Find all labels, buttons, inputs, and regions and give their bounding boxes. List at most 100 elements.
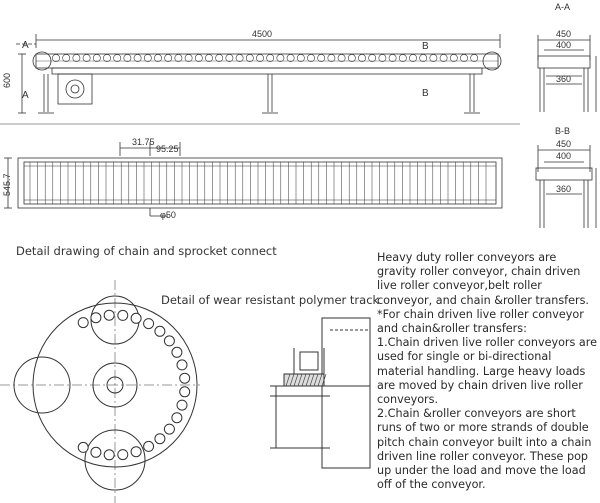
hatch-line: [289, 373, 295, 387]
hatch-line: [317, 373, 323, 387]
chain-link: [179, 386, 191, 398]
section-aa-dim-400: 400: [556, 40, 571, 50]
side-roller: [62, 54, 71, 62]
side-roller: [164, 54, 173, 62]
chain-link: [154, 433, 166, 445]
hatch-line: [297, 373, 303, 387]
section-aa: [537, 35, 597, 112]
track-hatch: [285, 373, 327, 387]
hatch-line: [313, 373, 319, 387]
width-dim: 545.7: [2, 173, 12, 196]
chain-link: [176, 359, 188, 371]
section-bb-title: B-B: [555, 126, 570, 136]
side-roller: [103, 54, 111, 62]
side-roller: [72, 54, 81, 62]
chain-link: [130, 312, 142, 324]
section-mark-a: A: [22, 40, 29, 51]
side-roller: [460, 54, 468, 62]
side-roller: [439, 54, 448, 62]
side-roller: [256, 54, 264, 62]
sprocket-chain-links: [77, 309, 191, 461]
side-roller: [184, 54, 193, 62]
plan-view: [4, 142, 503, 217]
chain-link: [171, 412, 183, 424]
side-roller: [235, 54, 244, 62]
side-roller: [154, 54, 162, 62]
side-roller: [409, 54, 417, 62]
section-aa-dim-360: 360: [556, 74, 571, 84]
track-caption: Detail of wear resistant polymer track: [161, 293, 380, 307]
chain-link: [130, 446, 142, 458]
section-aa-dim-450: 450: [556, 29, 571, 39]
section-mark-b-top: B: [422, 41, 429, 52]
side-roller: [52, 54, 60, 62]
side-roller: [347, 54, 356, 62]
side-roller: [133, 54, 142, 62]
side-roller: [92, 54, 101, 62]
side-roller: [82, 54, 91, 62]
hatch-line: [305, 373, 311, 387]
pitch-dim-1: 31.75: [132, 137, 155, 147]
height-dim: 600: [2, 73, 12, 88]
section-mark-a-bottom: A: [22, 90, 29, 101]
hatch-line: [293, 373, 299, 387]
section-bb: [535, 145, 597, 228]
chain-link: [154, 325, 166, 337]
side-roller: [276, 54, 285, 62]
side-roller: [245, 54, 254, 62]
section-bb-dim-360: 360: [556, 184, 571, 194]
side-roller: [449, 54, 458, 62]
side-roller: [368, 54, 377, 62]
chain-link: [117, 309, 129, 321]
chain-link: [77, 441, 89, 453]
section-aa-title: A-A: [555, 2, 570, 12]
side-roller: [225, 54, 234, 62]
side-roller: [194, 54, 203, 62]
hatch-line: [301, 373, 307, 387]
track-detail: [270, 317, 371, 469]
chain-link: [103, 449, 115, 461]
chain-link: [143, 318, 155, 330]
section-bb-dim-450: 450: [556, 139, 571, 149]
length-dim: 4500: [252, 29, 272, 39]
chain-link: [171, 346, 183, 358]
chain-link: [90, 312, 102, 324]
side-roller: [317, 54, 326, 62]
chain-link: [103, 309, 115, 321]
side-roller: [307, 54, 315, 62]
description-text: Heavy duty roller conveyors are gravity …: [377, 251, 599, 492]
side-roller: [143, 54, 152, 62]
side-roller: [429, 54, 438, 62]
side-roller: [296, 54, 305, 62]
chain-link: [163, 423, 175, 435]
chain-link: [90, 446, 102, 458]
side-roller: [113, 54, 122, 62]
chain-link: [176, 399, 188, 411]
side-view: [0, 34, 520, 125]
hatch-line: [321, 373, 327, 387]
description-paragraph-4: 2.Chain &roller conveyors are short runs…: [377, 407, 592, 492]
side-roller: [398, 54, 407, 62]
side-roller: [286, 54, 295, 62]
side-roller: [123, 54, 132, 62]
section-mark-b-bottom: B: [422, 88, 429, 99]
hatch-line: [309, 373, 315, 387]
sprocket-caption: Detail drawing of chain and sprocket con…: [16, 244, 277, 258]
side-roller: [419, 54, 428, 62]
pitch-dim-2: 95.25: [156, 144, 179, 154]
side-roller: [337, 54, 346, 62]
chain-link: [77, 317, 89, 329]
description-paragraph-2: *For chain driven live roller conveyor a…: [377, 307, 584, 336]
chain-link: [163, 335, 175, 347]
side-view-rollers: [52, 54, 479, 62]
side-roller: [205, 54, 213, 62]
side-roller: [378, 54, 387, 62]
chain-link: [143, 440, 155, 452]
plan-view-rollers: [29, 162, 487, 204]
description-paragraph-1: Heavy duty roller conveyors are gravity …: [377, 251, 589, 307]
hatch-line: [285, 373, 291, 387]
side-roller: [327, 54, 336, 62]
roller-dim: φ50: [160, 210, 176, 220]
description-paragraph-3: 1.Chain driven live roller conveyors are…: [377, 336, 598, 407]
